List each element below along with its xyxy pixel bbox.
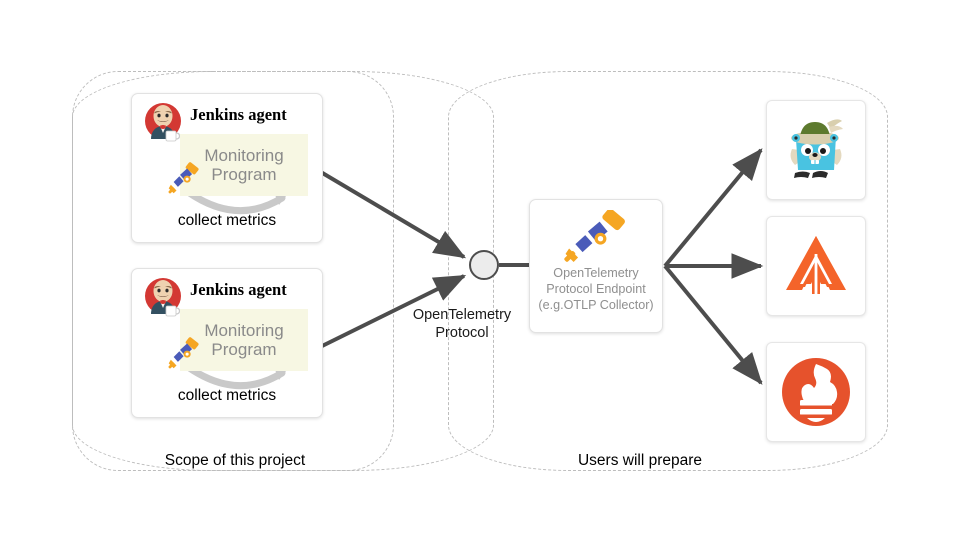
jenkins-butler-icon [145,278,181,317]
otlp-caption-line-2: Protocol Endpoint [546,281,646,296]
otlp-endpoint-card[interactable]: OpenTelemetry Protocol Endpoint (e.g.OTL… [529,199,663,333]
scope-right-label: Users will prepare [577,452,703,469]
elastic-beats-icon [790,119,843,178]
monitoring-program-box: Monitoring Program [180,309,308,371]
protocol-hub-node [469,250,499,280]
telescope-icon [168,337,199,369]
monitoring-program-line-1: Monitoring [204,320,284,340]
collect-metrics-caption: collect metrics [177,212,277,229]
backend-card-grafana[interactable] [766,216,866,316]
backend-card-prometheus[interactable] [766,342,866,442]
telescope-icon [168,162,199,194]
jenkins-agent-card[interactable]: Jenkins agent Monitoring Program collect… [131,268,323,418]
monitoring-program-line-1: Monitoring [204,145,284,165]
protocol-label-line-1: OpenTelemetry [412,307,512,323]
jenkins-butler-icon [145,103,181,142]
prometheus-icon [782,358,850,426]
monitoring-program-line-2: Program [211,340,277,359]
backend-card-elastic-beats[interactable] [766,100,866,200]
protocol-label: OpenTelemetry Protocol [398,306,526,342]
opentelemetry-telescope-icon [564,210,625,262]
jenkins-agent-card[interactable]: Jenkins agent Monitoring Program collect… [131,93,323,243]
grafana-icon [786,236,846,294]
monitoring-program-line-2: Program [211,165,277,184]
scope-left-label: Scope of this project [164,452,306,469]
collect-metrics-caption: collect metrics [177,387,277,404]
jenkins-agent-title: Jenkins agent [190,280,287,299]
protocol-label-line-2: Protocol [435,325,489,342]
jenkins-agent-title: Jenkins agent [190,105,287,124]
otlp-caption-line-3: (e.g.OTLP Collector) [538,297,654,312]
otlp-endpoint-caption: OpenTelemetry Protocol Endpoint (e.g.OTL… [538,266,653,314]
monitoring-program-box: Monitoring Program [180,134,308,196]
otlp-caption-line-1: OpenTelemetry [553,266,639,280]
scope-right-boundary [448,71,888,471]
